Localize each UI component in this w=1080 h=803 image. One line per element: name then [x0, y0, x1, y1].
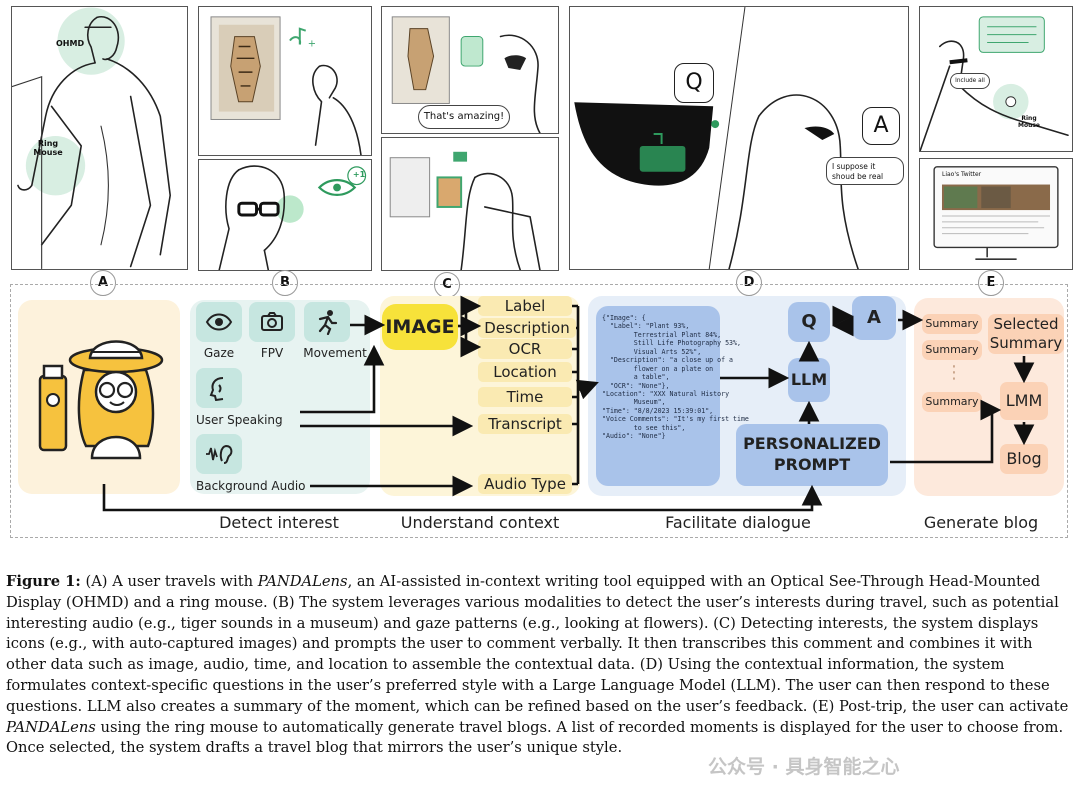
lmm-node: LMM	[1000, 382, 1048, 420]
panel-b-bottom-illustration: +1	[198, 159, 372, 271]
eye-icon	[205, 313, 233, 331]
eye-count-badge: +1	[352, 170, 366, 179]
summary-item-2: Summary	[922, 340, 982, 360]
panel-e-bottom-illustration: Liao's Twitter	[919, 158, 1073, 270]
blog-node: Blog	[1000, 444, 1048, 474]
movement-modality-box	[304, 302, 350, 342]
dialogue-illustration	[574, 7, 859, 269]
caption-part-3: using the ring mouse to automatically ge…	[6, 718, 1064, 757]
question-node: Q	[788, 302, 830, 342]
movement-label: Movement	[303, 346, 367, 360]
selected-summary-node: Selected Summary	[988, 314, 1064, 354]
user-speaking-label: User Speaking	[196, 413, 283, 427]
fpv-modality-box	[249, 302, 295, 342]
reply-bubble: I suppose it shoud be real	[826, 157, 904, 185]
panel-label-b: B	[272, 270, 298, 296]
ctx-description: Description	[478, 318, 576, 338]
prompt-line-2: PROMPT	[773, 455, 851, 474]
panel-a-illustration: OHMD Ring Mouse	[11, 6, 188, 270]
image-node: IMAGE	[382, 304, 458, 350]
stage-label-dialogue: Facilitate dialogue	[665, 513, 811, 532]
speaking-modality-box	[196, 368, 242, 408]
prompt-line-1: PERSONALIZED	[743, 434, 881, 453]
caption-system-name-2: PANDALens	[6, 718, 96, 736]
svg-text:+: +	[308, 38, 316, 49]
gaze-detection-illustration	[218, 165, 367, 270]
pipeline-frame	[10, 284, 1068, 538]
stage-label-detect: Detect interest	[219, 513, 339, 532]
ctx-label: Label	[478, 296, 572, 316]
context-json-box: {"Image": { "Label": "Plant 93%, Terrest…	[596, 306, 749, 486]
blog-monitor-illustration	[933, 166, 1059, 260]
ctx-ocr: OCR	[478, 339, 572, 359]
llm-node: LLM	[788, 358, 830, 402]
speaking-head-icon	[209, 377, 224, 401]
panel-label-d: D	[736, 270, 762, 296]
panel-e-top-illustration: Include all Ring Mouse	[919, 6, 1073, 152]
gaze-label: Gaze	[203, 346, 235, 360]
selected-line-1: Selected	[993, 315, 1059, 333]
comment-speech-bubble: That's amazing!	[418, 105, 510, 129]
panel-c-top-illustration: That's amazing!	[381, 6, 559, 134]
ohmd-label: OHMD	[56, 39, 85, 48]
answer-node: A	[852, 296, 896, 340]
panel-c-bottom-illustration	[381, 137, 559, 271]
question-bubble: Q	[674, 63, 714, 103]
caption-part-1: (A) A user travels with	[80, 573, 258, 590]
audio-modality-box	[196, 434, 242, 474]
exhibit-comment-illustration	[391, 16, 541, 133]
caption-label: Figure 1:	[6, 573, 81, 590]
ctx-location: Location	[478, 362, 572, 382]
caption-system-name-1: PANDALens	[257, 573, 348, 590]
ring-mouse-selection-illustration	[920, 16, 1069, 151]
tiger-exhibit-illustration: +	[210, 16, 362, 155]
ctx-time: Time	[478, 387, 572, 407]
summary-item-3: Summary	[922, 392, 982, 412]
camera-icon	[261, 312, 283, 331]
ctx-audio-type: Audio Type	[478, 474, 572, 494]
figure-caption: Figure 1: (A) A user travels with PANDAL…	[6, 572, 1074, 759]
stage-label-blog: Generate blog	[923, 513, 1039, 532]
ring-mouse-label-e: Ring Mouse	[1017, 115, 1040, 129]
answer-bubble: A	[862, 107, 900, 145]
blog-site-title: Liao's Twitter	[942, 171, 982, 178]
ctx-transcript: Transcript	[478, 414, 572, 434]
traveler-avatar	[38, 340, 164, 460]
panel-d-illustration: Q A I suppose it shoud be real	[569, 6, 909, 270]
stage-label-understand: Understand context	[400, 513, 560, 532]
user-with-ohmd-illustration	[12, 7, 171, 269]
panel-label-e: E	[978, 270, 1004, 296]
panel-b-top-illustration: +	[198, 6, 372, 156]
fpv-label: FPV	[260, 346, 284, 360]
auto-capture-illustration	[389, 151, 541, 270]
summary-ellipsis: ⋮	[945, 362, 963, 383]
personalized-prompt-node: PERSONALIZED PROMPT	[736, 424, 888, 486]
running-person-icon	[318, 310, 338, 335]
context-json-text: {"Image": { "Label": "Plant 93%, Terrest…	[602, 314, 749, 441]
include-all-bubble: Include all	[950, 73, 990, 89]
ear-soundwave-icon	[206, 444, 233, 464]
gaze-modality-box	[196, 302, 242, 342]
background-audio-label: Background Audio	[196, 479, 306, 493]
panel-label-a: A	[90, 270, 116, 296]
selected-line-2: Summary	[989, 334, 1063, 352]
watermark: 公众号 · 具身智能之心	[708, 756, 900, 778]
caption-part-2: , an AI-assisted in-context writing tool…	[6, 573, 1069, 715]
summary-item-1: Summary	[922, 314, 982, 334]
ring-mouse-label: Ring Mouse	[33, 139, 63, 157]
